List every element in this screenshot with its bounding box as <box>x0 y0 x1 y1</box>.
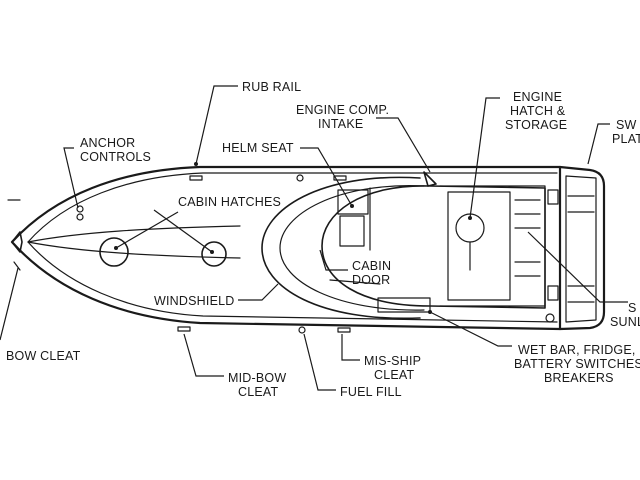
label-cabin-hatches: CABIN HATCHES <box>178 195 281 209</box>
label-windshield: WINDSHIELD <box>154 294 234 308</box>
label-swim-platform-1: SW <box>616 118 637 132</box>
cabin-hatch-aft <box>201 241 227 267</box>
label-engine-comp-1: ENGINE COMP. <box>296 103 389 117</box>
label-mis-ship-cleat-2: CLEAT <box>374 368 415 382</box>
label-engine-hatch-2: HATCH & <box>510 104 566 118</box>
label-engine-hatch-3: STORAGE <box>505 118 567 132</box>
cabin-hatch-forward <box>99 237 129 267</box>
label-sunlounge-2: SUNL <box>610 315 640 329</box>
label-sunlounge-1: S <box>628 301 637 315</box>
leader-lines <box>0 85 628 391</box>
label-wet-bar-1: WET BAR, FRIDGE, <box>518 343 636 357</box>
label-anchor-controls-2: CONTROLS <box>80 150 151 164</box>
label-swim-platform-2: PLAT <box>612 132 640 146</box>
label-cabin-door-1: CABIN <box>352 259 391 273</box>
label-wet-bar-3: BREAKERS <box>544 371 614 385</box>
deck-hardware <box>76 171 437 334</box>
cockpit <box>261 176 546 320</box>
labels: RUB RAIL ANCHOR CONTROLS HELM SEAT ENGIN… <box>6 80 640 399</box>
label-mis-ship-cleat-1: MIS-SHIP <box>364 354 421 368</box>
label-engine-comp-2: INTAKE <box>318 117 363 131</box>
label-fuel-fill: FUEL FILL <box>340 385 402 399</box>
label-rub-rail: RUB RAIL <box>242 80 301 94</box>
label-mid-bow-cleat-2: CLEAT <box>238 385 279 399</box>
label-anchor-controls-1: ANCHOR <box>80 136 135 150</box>
label-mid-bow-cleat-1: MID-BOW <box>228 371 286 385</box>
swim-platform <box>545 165 606 331</box>
label-cabin-door-2: DOOR <box>352 273 390 287</box>
label-wet-bar-2: BATTERY SWITCHES <box>514 357 640 371</box>
label-bow-cleat: BOW CLEAT <box>6 349 81 363</box>
label-helm-seat: HELM SEAT <box>222 141 294 155</box>
hull-outline <box>7 165 562 331</box>
label-engine-hatch-1: ENGINE <box>513 90 562 104</box>
